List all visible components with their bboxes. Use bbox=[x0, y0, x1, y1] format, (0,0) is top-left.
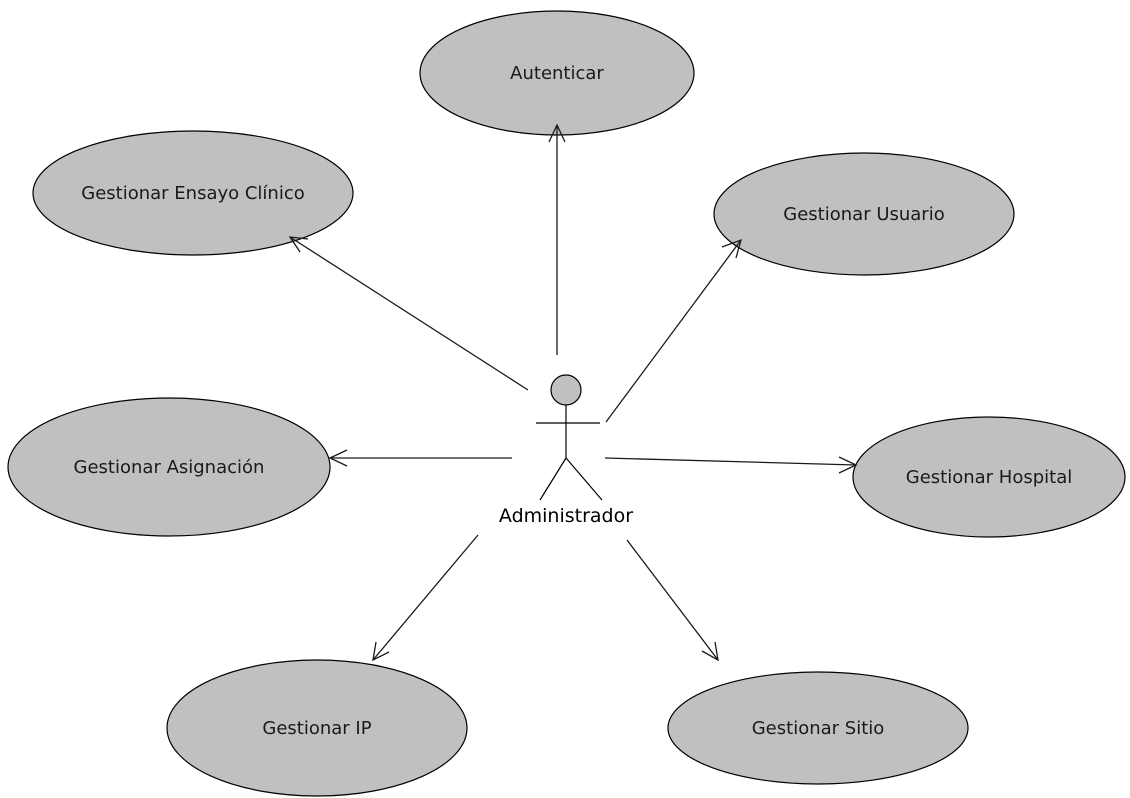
use-case-label: Gestionar IP bbox=[262, 718, 371, 739]
use-case-gestionar-sitio[interactable]: Gestionar Sitio bbox=[667, 671, 969, 785]
association-gestionar-ensayo-clinico bbox=[288, 236, 529, 391]
use-case-label: Autenticar bbox=[510, 63, 604, 84]
use-case-gestionar-asignacion[interactable]: Gestionar Asignación bbox=[7, 397, 331, 537]
actor-administrador[interactable]: Administrador bbox=[499, 374, 633, 527]
use-case-gestionar-ip[interactable]: Gestionar IP bbox=[166, 659, 468, 797]
use-case-autenticar[interactable]: Autenticar bbox=[419, 10, 695, 136]
use-case-gestionar-ensayo-clinico[interactable]: Gestionar Ensayo Clínico bbox=[32, 130, 354, 256]
use-case-label: Gestionar Ensayo Clínico bbox=[81, 183, 305, 204]
use-case-label: Gestionar Sitio bbox=[752, 718, 885, 739]
actor-label: Administrador bbox=[499, 505, 633, 527]
use-case-label: Gestionar Asignación bbox=[74, 457, 265, 478]
association-gestionar-ip bbox=[372, 534, 479, 662]
association-gestionar-hospital bbox=[604, 456, 858, 474]
actor-left-leg bbox=[539, 457, 567, 501]
actor-right-leg bbox=[565, 457, 603, 501]
association-gestionar-sitio bbox=[626, 539, 719, 662]
use-case-label: Gestionar Hospital bbox=[906, 467, 1072, 488]
use-case-gestionar-usuario[interactable]: Gestionar Usuario bbox=[713, 152, 1015, 276]
association-gestionar-asignacion bbox=[328, 449, 512, 467]
use-case-gestionar-hospital[interactable]: Gestionar Hospital bbox=[852, 416, 1126, 538]
actor-head bbox=[550, 374, 582, 406]
association-autenticar bbox=[548, 123, 566, 355]
association-gestionar-usuario bbox=[605, 238, 742, 423]
use-case-label: Gestionar Usuario bbox=[783, 204, 944, 225]
